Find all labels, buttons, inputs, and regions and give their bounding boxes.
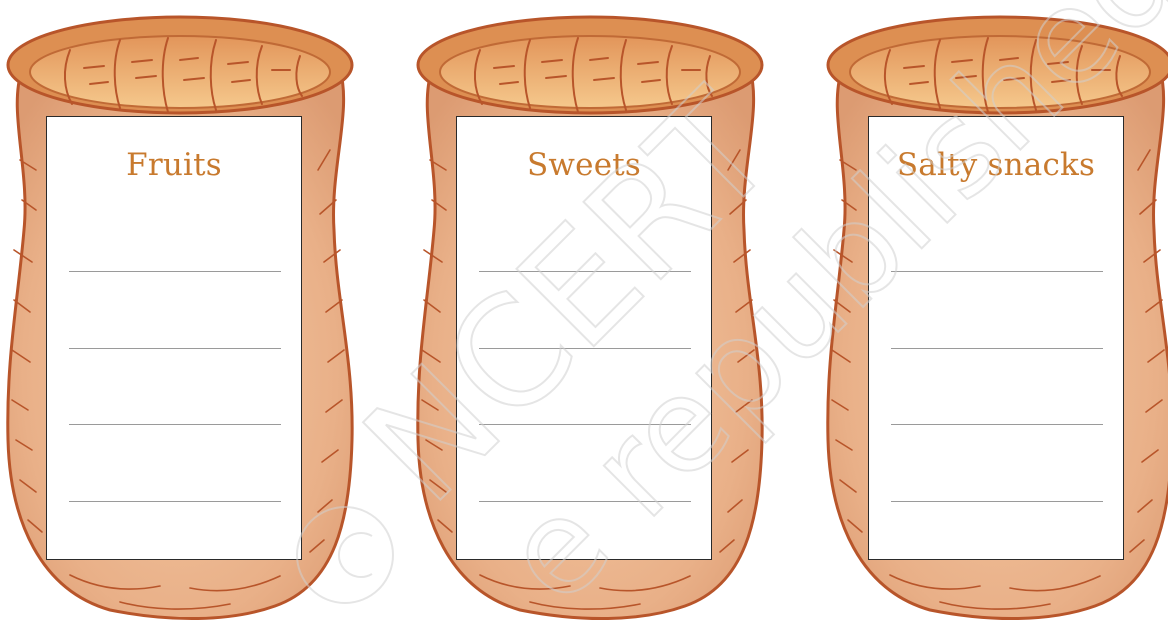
writing-line xyxy=(69,271,281,272)
writing-line xyxy=(479,271,691,272)
writing-line xyxy=(479,348,691,349)
basket-sweets: Sweets xyxy=(410,0,770,623)
writing-line xyxy=(69,501,281,502)
writing-line xyxy=(479,424,691,425)
basket-salty-snacks: Salty snacks xyxy=(820,0,1168,623)
label-card-sweets: Sweets xyxy=(456,116,712,560)
writing-line xyxy=(891,501,1103,502)
writing-line xyxy=(69,424,281,425)
card-title-sweets: Sweets xyxy=(457,147,711,183)
writing-line xyxy=(479,501,691,502)
card-title-fruits: Fruits xyxy=(47,147,301,183)
writing-line xyxy=(891,348,1103,349)
writing-line xyxy=(891,271,1103,272)
label-card-fruits: Fruits xyxy=(46,116,302,560)
writing-line xyxy=(891,424,1103,425)
basket-fruits: Fruits xyxy=(0,0,360,623)
card-title-salty-snacks: Salty snacks xyxy=(869,147,1123,183)
writing-line xyxy=(69,348,281,349)
label-card-salty-snacks: Salty snacks xyxy=(868,116,1124,560)
